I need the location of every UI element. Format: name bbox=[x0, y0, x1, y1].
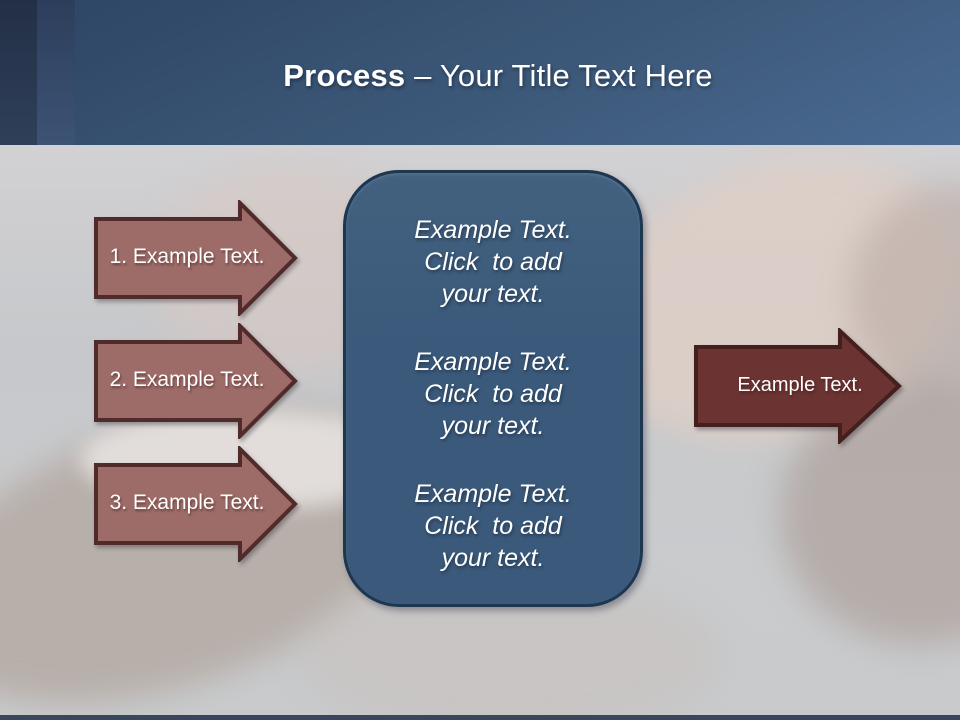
slide-title-text: – Your Title Text Here bbox=[414, 58, 713, 93]
slide-footer-bar bbox=[0, 715, 960, 720]
process-result-arrow[interactable]: Example Text. bbox=[694, 328, 902, 444]
placeholder-text-line: Click to add bbox=[424, 512, 562, 540]
arrow-right-shape-icon bbox=[94, 323, 298, 439]
process-step-arrow-2[interactable]: 2. Example Text. bbox=[94, 323, 298, 439]
arrow-right-shape-icon bbox=[94, 200, 298, 316]
slide-title: Process – Your Title Text Here bbox=[0, 56, 960, 96]
header-stripe-medium bbox=[37, 0, 75, 145]
placeholder-text-block-3[interactable]: Example Text. Click to add your text. bbox=[346, 478, 640, 574]
placeholder-text-line: your text. bbox=[441, 412, 545, 440]
process-step-arrow-1[interactable]: 1. Example Text. bbox=[94, 200, 298, 316]
process-step-label: 1. Example Text. bbox=[109, 245, 265, 268]
placeholder-text-line: your text. bbox=[441, 280, 545, 308]
slide-header: Process – Your Title Text Here bbox=[0, 0, 960, 145]
placeholder-text-line: Example Text. bbox=[414, 480, 572, 508]
placeholder-text-block-2[interactable]: Example Text. Click to add your text. bbox=[346, 346, 640, 442]
placeholder-text-line: Example Text. bbox=[414, 216, 572, 244]
arrow-right-shape-icon bbox=[94, 446, 298, 562]
process-step-arrow-3[interactable]: 3. Example Text. bbox=[94, 446, 298, 562]
process-description-box[interactable]: Example Text. Click to add your text. Ex… bbox=[343, 170, 643, 607]
placeholder-text-line: your text. bbox=[441, 544, 545, 572]
process-step-label: 3. Example Text. bbox=[109, 491, 265, 514]
process-step-label: 2. Example Text. bbox=[109, 368, 265, 391]
process-result-label: Example Text. bbox=[737, 373, 863, 396]
placeholder-text-line: Example Text. bbox=[414, 348, 572, 376]
arrow-right-shape-icon bbox=[694, 328, 902, 444]
placeholder-text-line: Click to add bbox=[424, 248, 562, 276]
header-stripe-dark bbox=[0, 0, 37, 145]
placeholder-text-line: Click to add bbox=[424, 380, 562, 408]
slide-title-keyword: Process bbox=[283, 58, 406, 93]
placeholder-text-block-1[interactable]: Example Text. Click to add your text. bbox=[346, 214, 640, 310]
